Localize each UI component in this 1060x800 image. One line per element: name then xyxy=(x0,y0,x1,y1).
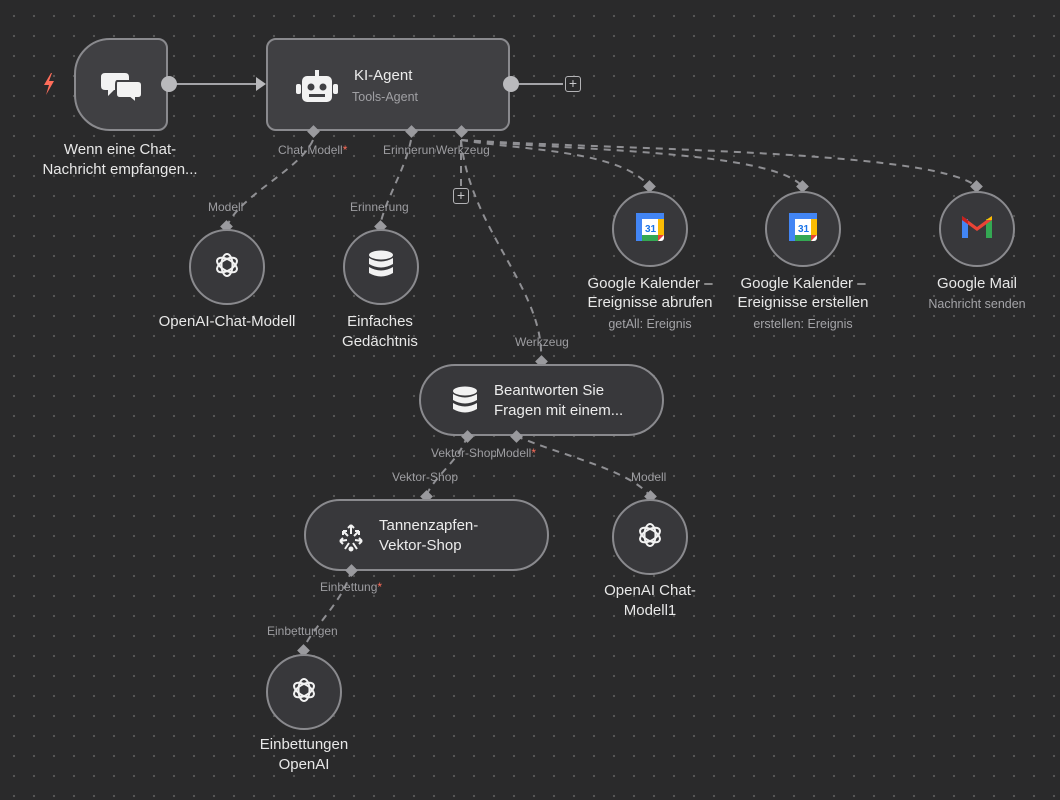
openai-icon xyxy=(289,675,319,710)
gmail-icon xyxy=(961,215,993,244)
calendar-icon-number: 31 xyxy=(798,224,810,235)
trigger-output-port[interactable] xyxy=(161,76,177,92)
calendar-create-subtitle: erstellen: Ereignis xyxy=(753,317,853,331)
calendar-create-label-line2: Ereignisse erstellen xyxy=(737,294,869,311)
openai-icon xyxy=(212,250,242,285)
trigger-bolt-icon xyxy=(42,72,56,96)
google-calendar-get-node[interactable]: 31 xyxy=(612,191,688,267)
simple-memory-node[interactable] xyxy=(343,229,419,305)
chat-trigger-node[interactable] xyxy=(74,38,168,131)
embeddings-label-line2: OpenAI xyxy=(278,756,330,773)
ai-agent-node[interactable]: KI-Agent Tools-Agent xyxy=(266,38,510,131)
chat-model-1-label-line2: Modell1 xyxy=(623,602,677,619)
gmail-label: Google Mail xyxy=(936,275,1018,292)
agent-title: KI-Agent xyxy=(354,67,413,84)
calendar-get-label-line2: Ereignisse abrufen xyxy=(587,294,713,311)
vector-store-label-line1: Tannenzapfen- xyxy=(379,517,479,534)
chat-model-1-port-label: Modell xyxy=(631,470,667,484)
openai-chat-model-1-node[interactable] xyxy=(612,499,688,575)
pinecone-icon xyxy=(337,522,365,557)
connection-arrow-icon xyxy=(256,77,266,91)
openai-icon xyxy=(635,520,665,555)
add-tool-button[interactable]: + xyxy=(453,188,469,204)
openai-embeddings-node[interactable] xyxy=(266,654,342,730)
chat-bubbles-icon xyxy=(101,69,143,108)
trigger-label-line2: Nachricht empfangen... xyxy=(42,161,198,178)
database-icon xyxy=(368,250,394,285)
memory-port-label: Erinnerung xyxy=(383,143,436,157)
qa-tool-label-line2: Fragen mit einem... xyxy=(494,402,624,419)
google-calendar-icon: 31 xyxy=(635,212,665,247)
trigger-label-line1: Wenn eine Chat- xyxy=(63,141,177,158)
chat-model-node-port-label: Modell xyxy=(208,200,244,214)
vector-store-node-port-label: Vektor-Shop xyxy=(392,470,459,484)
calendar-get-subtitle: getAll: Ereignis xyxy=(608,317,692,331)
qa-model-connection xyxy=(515,435,651,497)
openai-chat-model-label: OpenAI-Chat-Modell xyxy=(158,313,296,330)
database-icon xyxy=(452,386,478,421)
vector-store-label-line2: Vektor-Shop xyxy=(379,537,462,554)
memory-label-line1: Einfaches xyxy=(347,313,413,330)
robot-icon xyxy=(296,70,338,109)
google-mail-node[interactable] xyxy=(939,191,1015,267)
tool-gmail-connection xyxy=(460,139,977,187)
chat-model-port-label: Chat-Modell* xyxy=(278,143,348,157)
qa-tool-port-label: Werkzeug xyxy=(515,335,569,349)
gmail-subtitle: Nachricht senden xyxy=(928,297,1026,311)
vector-store-connection xyxy=(425,435,468,497)
calendar-icon-number: 31 xyxy=(645,224,657,235)
embeddings-label-line1: Einbettungen xyxy=(259,736,349,753)
qa-model-port-label: Modell* xyxy=(496,446,537,460)
google-calendar-create-node[interactable]: 31 xyxy=(765,191,841,267)
google-calendar-icon: 31 xyxy=(788,212,818,247)
chat-model-1-label-line1: OpenAI Chat- xyxy=(604,582,696,599)
tool-calendar-create-connection xyxy=(460,139,803,187)
calendar-create-label-line1: Google Kalender – xyxy=(740,275,866,292)
tool-port-label: Werkzeug xyxy=(436,143,490,157)
qa-tool-label-line1: Beantworten Sie xyxy=(494,382,605,399)
openai-chat-model-node[interactable] xyxy=(189,229,265,305)
agent-subtitle: Tools-Agent xyxy=(352,90,419,104)
agent-add-node-button[interactable]: + xyxy=(565,76,581,92)
qa-vector-store-port-label: Vektor-Shop xyxy=(431,446,496,460)
memory-node-port-label: Erinnerung xyxy=(350,200,409,214)
memory-label-line2: Gedächtnis xyxy=(342,333,418,350)
embedding-port-label: Einbettung* xyxy=(320,580,383,594)
pinecone-vector-store-node[interactable]: Tannenzapfen- Vektor-Shop xyxy=(304,499,549,571)
agent-output-port[interactable] xyxy=(503,76,519,92)
embeddings-node-port-label: Einbettungen xyxy=(267,624,338,638)
calendar-get-label-line1: Google Kalender – xyxy=(587,275,713,292)
qa-vector-tool-node[interactable]: Beantworten Sie Fragen mit einem... xyxy=(419,364,664,436)
tool-qa-connection xyxy=(460,139,543,361)
